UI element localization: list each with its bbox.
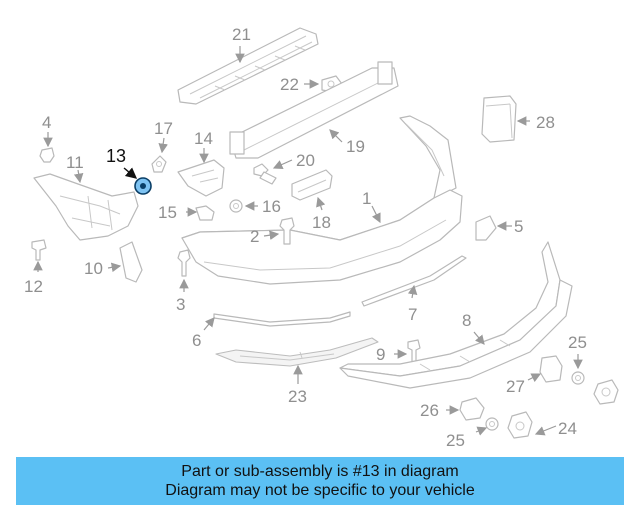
- callout-9: 9: [376, 345, 385, 364]
- callout-6: 6: [192, 331, 201, 350]
- callout-2: 2: [250, 227, 259, 246]
- part-5-bracket: [475, 215, 497, 241]
- callout-15: 15: [158, 203, 177, 222]
- callout-25-left: 25: [446, 431, 465, 450]
- info-banner: Part or sub-assembly is #13 in diagram D…: [16, 457, 624, 505]
- part-16-grommet: [229, 199, 243, 213]
- part-25-grommet-left: [485, 417, 499, 431]
- part-18-reflector: [291, 169, 333, 201]
- part-7-molding: [361, 255, 467, 307]
- callout-18: 18: [312, 213, 331, 232]
- part-2-bolt: [279, 217, 295, 245]
- part-25-grommet-right: [571, 371, 585, 385]
- callout-26: 26: [420, 401, 439, 420]
- part-27-sensor-holder: [539, 355, 563, 383]
- callout-23: 23: [288, 387, 307, 406]
- part-23-lower-molding: [215, 337, 379, 367]
- callout-27: 27: [506, 377, 525, 396]
- part-24-sensor: [507, 379, 619, 439]
- parts-diagram: 21 22 19 28 1 20 18: [24, 25, 619, 450]
- callout-7: 7: [408, 305, 417, 324]
- part-4-clip: [39, 147, 55, 163]
- callout-8: 8: [462, 311, 471, 330]
- part-10-trim: [119, 241, 143, 283]
- callout-17: 17: [154, 119, 173, 138]
- callout-3: 3: [176, 295, 185, 314]
- part-21-absorber: [177, 27, 319, 105]
- part-14-bracket: [177, 159, 225, 197]
- callout-1: 1: [362, 189, 371, 208]
- callout-16: 16: [262, 197, 281, 216]
- callout-5: 5: [514, 217, 523, 236]
- callout-14: 14: [194, 129, 213, 148]
- part-19-reinforcement: [229, 61, 399, 159]
- callout-4: 4: [42, 113, 51, 132]
- callout-21: 21: [232, 25, 251, 44]
- part-17-clip: [151, 155, 167, 173]
- part-28-module: [481, 95, 517, 143]
- part-15-bolt: [195, 205, 215, 221]
- callout-25-right: 25: [568, 333, 587, 352]
- part-20-bolt: [253, 163, 277, 185]
- callout-11: 11: [66, 153, 84, 172]
- part-11-side-bracket: [33, 173, 139, 241]
- callout-13: 13: [106, 146, 126, 166]
- part-3-stud: [177, 249, 191, 277]
- callout-22: 22: [280, 75, 299, 94]
- callout-24: 24: [558, 419, 577, 438]
- part-26-sensor-holder: [459, 397, 485, 421]
- callout-12: 12: [24, 277, 43, 296]
- callout-10: 10: [84, 259, 103, 278]
- banner-line-disclaimer: Diagram may not be specific to your vehi…: [165, 482, 475, 499]
- part-13-retainer: [134, 177, 152, 195]
- callout-28: 28: [536, 113, 555, 132]
- banner-line-part: Part or sub-assembly is #13 in diagram: [181, 463, 459, 480]
- part-12-screw: [31, 239, 47, 261]
- callout-19: 19: [346, 137, 365, 156]
- part-8-diffuser: [339, 241, 573, 389]
- part-1-bumper-cover: [181, 115, 463, 285]
- callout-20: 20: [296, 151, 315, 170]
- part-6-strip: [213, 311, 351, 327]
